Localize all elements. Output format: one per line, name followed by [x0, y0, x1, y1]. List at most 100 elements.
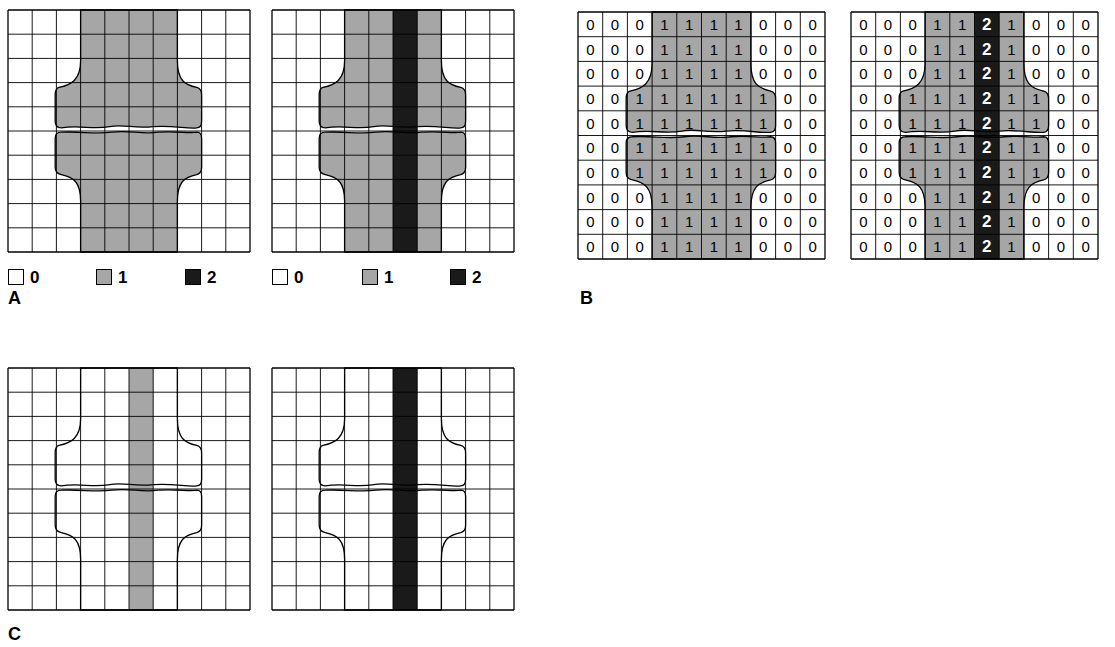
cell-value: 0 [800, 61, 825, 86]
cell-value: 1 [677, 12, 702, 37]
cell-value: 0 [578, 185, 603, 210]
legend-value: 1 [384, 268, 393, 287]
panel-letter: B [580, 288, 593, 308]
cell-value: 1 [702, 12, 727, 37]
cell-value: 0 [1073, 86, 1098, 111]
cell-value: 0 [627, 210, 652, 235]
cell-value: 1 [652, 37, 677, 62]
grid-line [513, 368, 514, 610]
joint-grid [8, 10, 250, 252]
cell-value: 0 [1049, 160, 1074, 185]
cell-value: 0 [603, 12, 628, 37]
cell-value: 1 [925, 111, 950, 136]
cell-value: 0 [851, 234, 876, 259]
cell-value: 0 [800, 234, 825, 259]
bone-fill [319, 132, 465, 252]
cell-value: 2 [975, 185, 1000, 210]
cell-value: 0 [1049, 210, 1074, 235]
cell-value: 1 [726, 185, 751, 210]
grid-line [272, 227, 514, 228]
cell-value: 0 [1049, 185, 1074, 210]
cell-value: 0 [603, 136, 628, 161]
cell-value: 1 [677, 234, 702, 259]
bone-fill [55, 10, 201, 128]
grid-line [272, 537, 514, 538]
cell-value: 0 [851, 210, 876, 235]
grid-line [578, 160, 825, 161]
cell-value: 1 [652, 210, 677, 235]
cell-value: 1 [999, 111, 1024, 136]
cell-value: 0 [776, 111, 801, 136]
cell-value: 0 [876, 234, 901, 259]
grid-line [851, 160, 1098, 161]
cell-value: 1 [999, 210, 1024, 235]
joint-grid [578, 12, 825, 259]
cell-value: 1 [726, 160, 751, 185]
cell-value: 0 [603, 86, 628, 111]
cell-value: 0 [627, 12, 652, 37]
grid-line [272, 513, 514, 514]
cell-value: 0 [800, 210, 825, 235]
bone-outline [319, 490, 465, 610]
grid-line [249, 368, 250, 610]
cell-value: 0 [1024, 185, 1049, 210]
cell-value: 0 [876, 210, 901, 235]
cell-value: 1 [999, 61, 1024, 86]
cell-value: 0 [776, 12, 801, 37]
cell-value: 0 [1073, 37, 1098, 62]
grid-line [249, 10, 250, 252]
bone-outline [319, 10, 465, 128]
cell-value: 1 [950, 234, 975, 259]
cell-value: 0 [776, 61, 801, 86]
cell-value: 1 [925, 86, 950, 111]
cell-value: 1 [627, 160, 652, 185]
cell-value: 0 [1073, 111, 1098, 136]
grid-line [1048, 12, 1049, 259]
cell-value: 1 [726, 12, 751, 37]
cell-value: 0 [578, 86, 603, 111]
cell-value: 0 [578, 37, 603, 62]
cell-value: 1 [726, 234, 751, 259]
grid-line [8, 155, 250, 156]
cell-value: 1 [925, 61, 950, 86]
grid-line [8, 513, 250, 514]
cell-value: 1 [1024, 111, 1049, 136]
joint-grid [272, 10, 514, 252]
grid-line [272, 203, 514, 204]
cell-value: 1 [726, 210, 751, 235]
cell-value: 1 [950, 86, 975, 111]
cell-value: 0 [603, 160, 628, 185]
cell-value: 1 [999, 12, 1024, 37]
cell-value: 1 [925, 12, 950, 37]
cell-value: 0 [800, 37, 825, 62]
bone-outline [319, 368, 465, 486]
cell-value: 0 [578, 210, 603, 235]
bone-outline [319, 132, 465, 252]
cell-value: 0 [851, 111, 876, 136]
grid-line [8, 203, 250, 204]
bone-outline [899, 12, 1048, 133]
bone-outline [626, 12, 775, 133]
cell-value: 1 [999, 185, 1024, 210]
legend-value: 2 [472, 268, 481, 287]
cell-value: 1 [1024, 160, 1049, 185]
cell-value: 0 [851, 12, 876, 37]
cell-value: 0 [751, 12, 776, 37]
grid-line [578, 209, 825, 210]
grid-line [824, 12, 825, 259]
cell-value: 1 [751, 160, 776, 185]
cell-value: 1 [751, 136, 776, 161]
cell-value: 0 [1049, 61, 1074, 86]
cell-value: 0 [876, 185, 901, 210]
cell-value: 1 [999, 160, 1024, 185]
cell-value: 1 [677, 37, 702, 62]
cell-value: 0 [851, 185, 876, 210]
grid-line [775, 12, 776, 259]
cell-value: 0 [851, 136, 876, 161]
cell-value: 1 [726, 86, 751, 111]
cell-value: 1 [677, 61, 702, 86]
grid-line [800, 12, 801, 259]
cell-value: 1 [950, 37, 975, 62]
cell-value: 0 [1024, 210, 1049, 235]
cell-value: 0 [578, 12, 603, 37]
